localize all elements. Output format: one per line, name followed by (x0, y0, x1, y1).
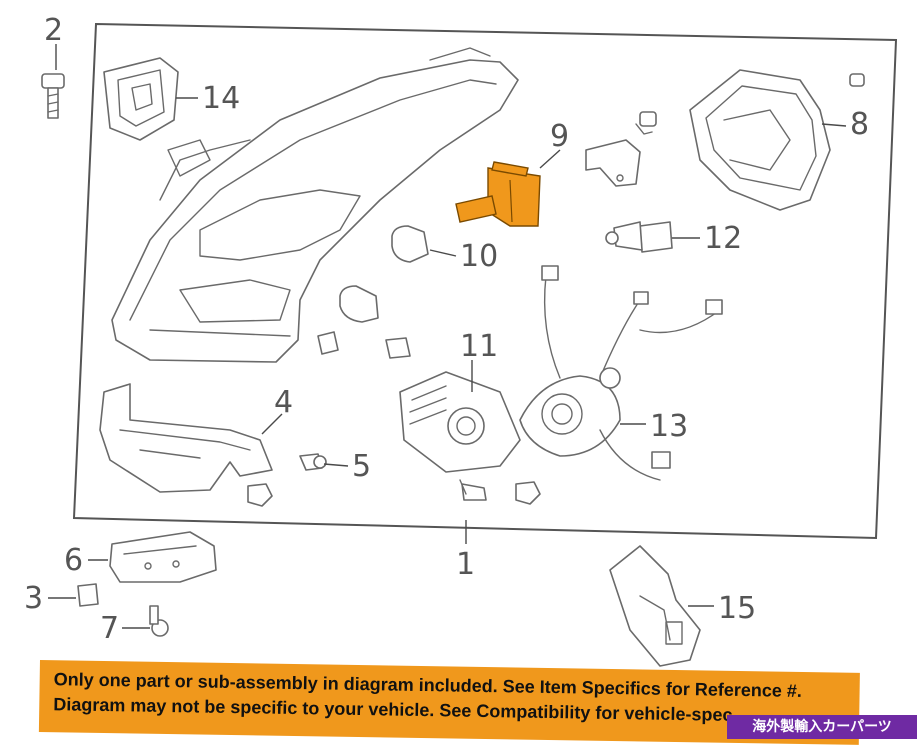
callout-4: 4 (274, 385, 293, 420)
part-3-clip (77, 583, 99, 607)
part-9-bulb (455, 161, 541, 227)
callout-11: 11 (460, 329, 498, 364)
callout-7: 7 (100, 611, 119, 646)
callout-12: 12 (704, 221, 742, 256)
callout-13: 13 (650, 409, 688, 444)
callout-5: 5 (352, 449, 371, 484)
part-1-headlamp (111, 47, 519, 363)
part-6-bracket (109, 531, 217, 583)
assembly-frame (72, 22, 898, 540)
part-2-bolt (41, 73, 65, 119)
callout-2: 2 (44, 13, 63, 48)
seller-watermark: 海外製輸入カーパーツ (727, 715, 917, 739)
clip-parts (317, 331, 411, 359)
nut-lower (247, 483, 273, 507)
callout-15: 15 (718, 591, 756, 626)
callout-10: 10 (460, 239, 498, 274)
small-bracket (585, 139, 641, 187)
part-7-bolt (149, 605, 169, 637)
screw (459, 479, 487, 501)
part-10-bulb (339, 225, 429, 323)
part-11-ballast (399, 371, 521, 473)
part-8-housing (689, 69, 865, 211)
callout-3: 3 (24, 581, 43, 616)
part-14-bracket (103, 57, 179, 141)
part-5-screw (299, 453, 327, 471)
part-13-harness (519, 265, 723, 481)
part-4-lower-bracket (99, 383, 273, 493)
callout-14: 14 (202, 81, 240, 116)
nut (515, 481, 541, 505)
callout-9: 9 (550, 119, 569, 154)
callout-6: 6 (64, 543, 83, 578)
part-15-bracket (609, 545, 701, 667)
part-12-socket (605, 221, 673, 253)
small-screw (635, 111, 657, 135)
leader-lines (48, 44, 847, 629)
callout-1: 1 (456, 547, 475, 582)
callout-8: 8 (850, 107, 869, 142)
